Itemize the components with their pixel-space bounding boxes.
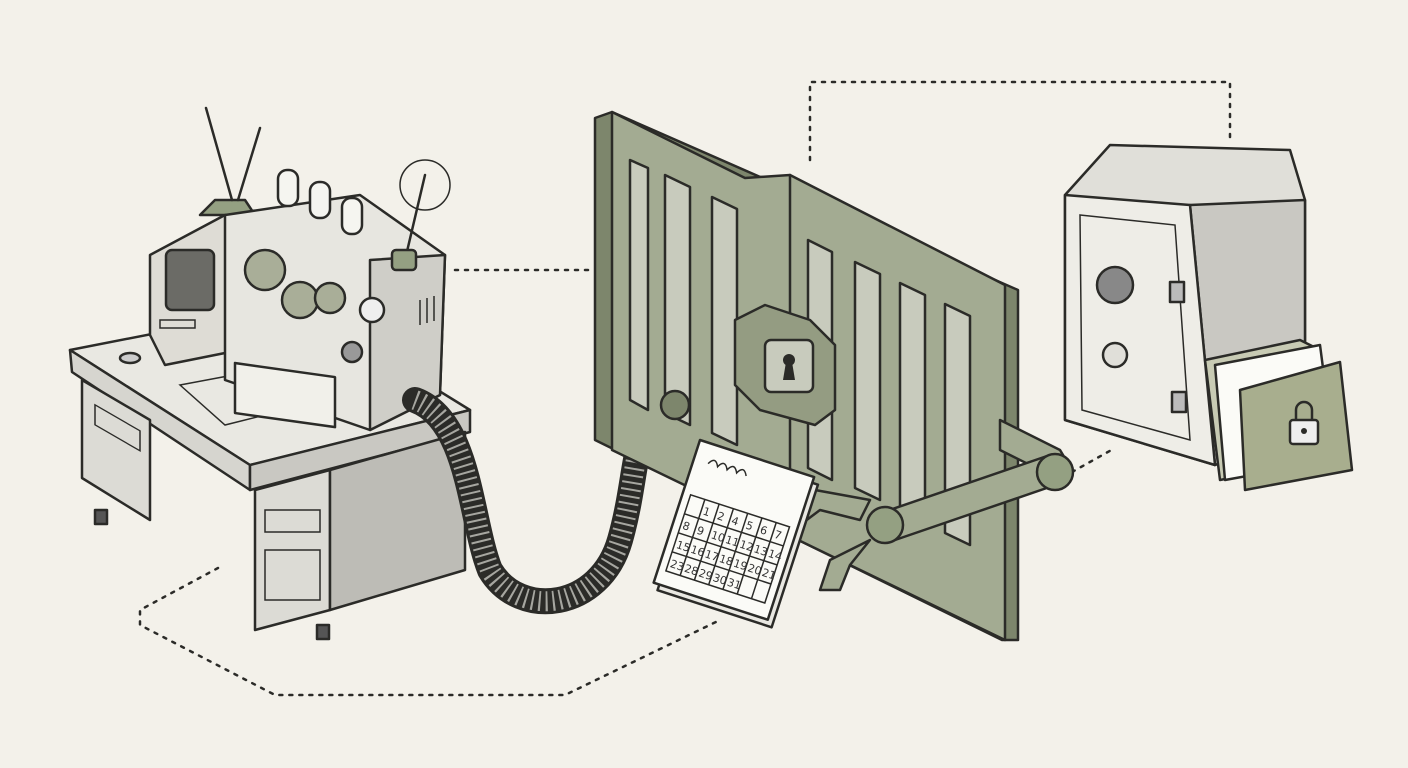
calendar-day: 5 xyxy=(744,519,755,534)
calendar-day: 9 xyxy=(695,524,706,539)
gear-icon xyxy=(243,248,347,320)
calendar-day: 10 xyxy=(709,528,726,545)
calendar-day: 20 xyxy=(746,561,763,578)
vault-door xyxy=(593,110,1020,642)
computer-terminal xyxy=(148,198,257,367)
antenna-icon xyxy=(204,106,451,272)
machine xyxy=(204,106,451,432)
calendar-day: 18 xyxy=(717,552,734,569)
calendar-day: 19 xyxy=(732,557,749,574)
calendar-day: 30 xyxy=(711,571,728,588)
calendar-day: 23 xyxy=(668,557,685,574)
calendar-day: 6 xyxy=(758,523,769,538)
calendar-day: 21 xyxy=(760,566,777,583)
calendar-day: 31 xyxy=(725,576,742,593)
calendar-day: 2 xyxy=(715,509,726,524)
calendar-day: 11 xyxy=(724,533,741,550)
calendar-day: 7 xyxy=(773,528,784,543)
calendar-day: 4 xyxy=(730,514,741,529)
calendar-day: 13 xyxy=(752,542,769,559)
calendar-day: 15 xyxy=(675,538,692,555)
combination-dial-icon xyxy=(1095,265,1135,305)
calendar-day: 1 xyxy=(701,505,712,520)
calendar-day: 8 xyxy=(681,519,692,534)
knob-icon xyxy=(340,340,364,364)
lock-icon xyxy=(733,303,837,427)
calendar-day: 29 xyxy=(697,566,714,583)
keyhole-icon xyxy=(1101,341,1129,369)
dotted-connectors xyxy=(138,80,1232,697)
vacuum-tube-icon xyxy=(276,168,364,236)
folder-icon xyxy=(1203,338,1354,492)
calendar-day: 17 xyxy=(703,547,720,564)
calendar-day: 28 xyxy=(683,562,700,579)
robotic-arm xyxy=(788,418,1075,592)
gauge-icon xyxy=(358,296,386,324)
calendar-day: 14 xyxy=(766,547,783,564)
calendar-day: 16 xyxy=(689,543,706,560)
calendar-day: 12 xyxy=(738,538,755,555)
padlock-icon xyxy=(1288,400,1320,446)
